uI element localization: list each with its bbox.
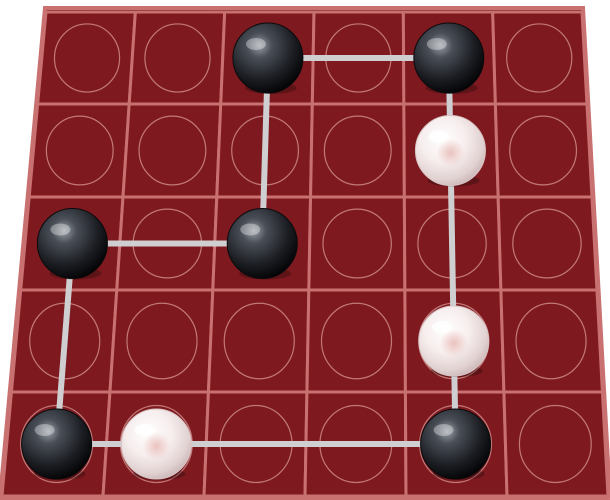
pearl-highlight <box>434 424 454 436</box>
pearl-highlight <box>428 131 448 143</box>
board-cell[interactable] <box>38 12 136 104</box>
pearl-glow <box>142 432 170 460</box>
pearl-highlight <box>427 38 447 50</box>
black-pearl-piece[interactable] <box>233 23 303 94</box>
black-pearl-piece[interactable] <box>414 23 484 94</box>
pearl-highlight <box>35 424 55 436</box>
pearl-highlight <box>432 321 452 333</box>
pearl-highlight <box>246 38 266 50</box>
black-pearl-piece[interactable] <box>227 209 297 280</box>
board-cell[interactable] <box>29 104 129 197</box>
pearl-body <box>233 23 303 93</box>
white-pearl-piece[interactable] <box>121 409 191 480</box>
pearl-glow <box>436 139 464 167</box>
pearl-body <box>37 209 107 279</box>
black-pearl-piece[interactable] <box>421 409 491 480</box>
pearl-body <box>227 209 297 279</box>
pearl-highlight <box>240 224 260 236</box>
pearl-highlight <box>50 224 70 236</box>
black-pearl-piece[interactable] <box>22 409 92 480</box>
white-pearl-piece[interactable] <box>415 116 485 187</box>
black-pearl-piece[interactable] <box>37 209 107 280</box>
pearl-highlight <box>134 424 154 436</box>
pearl-glow <box>440 329 468 357</box>
pearl-body <box>22 409 92 479</box>
pearl-body <box>414 23 484 93</box>
white-pearl-piece[interactable] <box>419 306 489 377</box>
pearl-body <box>421 409 491 479</box>
